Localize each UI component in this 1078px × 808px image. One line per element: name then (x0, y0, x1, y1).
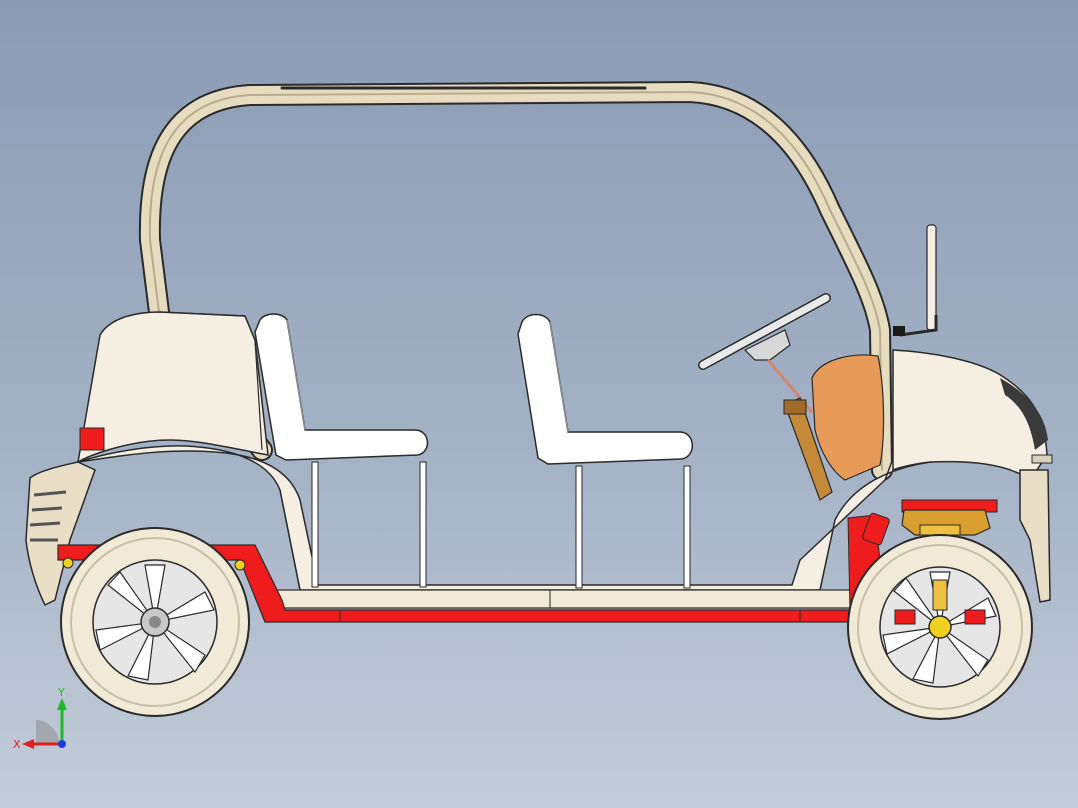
front-hood[interactable] (892, 349, 1053, 603)
floor-sill (274, 589, 851, 609)
front-seat[interactable] (517, 313, 693, 589)
rear-bumper[interactable] (25, 461, 96, 607)
rearview-mirror[interactable] (893, 224, 938, 337)
front-wheel[interactable] (847, 534, 1033, 720)
front-bumper[interactable] (1019, 469, 1051, 603)
x-axis-label: X (13, 738, 21, 751)
motor-housing[interactable] (811, 354, 885, 481)
steering-wheel[interactable] (698, 293, 831, 413)
z-axis-dot (58, 740, 66, 748)
rear-wheel[interactable] (60, 527, 250, 717)
coordinate-triad: Y X (13, 686, 67, 751)
rear-seat[interactable] (254, 313, 429, 588)
rear-reflector (79, 427, 105, 451)
front-suspension[interactable] (862, 509, 991, 546)
steering-column[interactable] (783, 397, 833, 501)
y-axis-label: Y (57, 686, 65, 699)
rear-body[interactable] (25, 311, 269, 607)
